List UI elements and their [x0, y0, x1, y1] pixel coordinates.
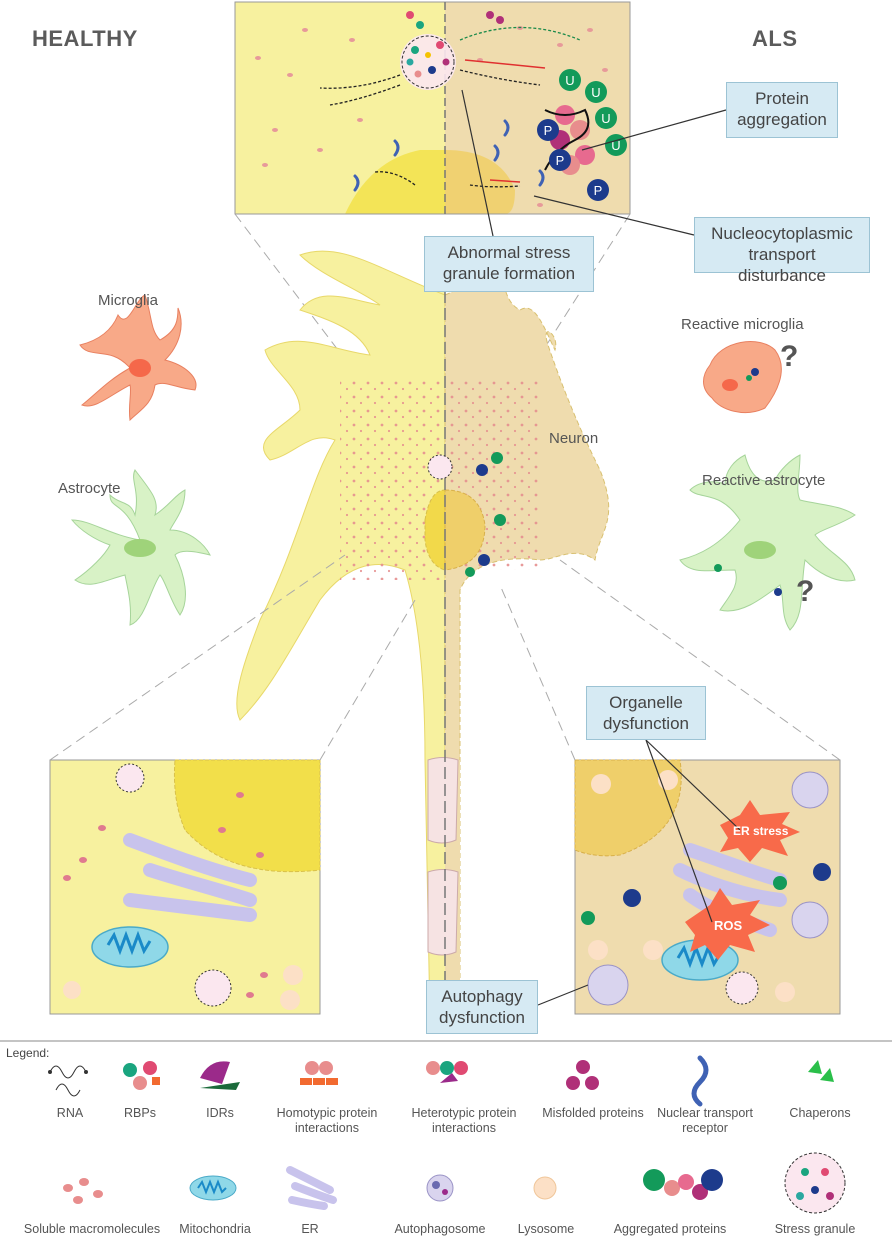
astrocyte-cell	[70, 469, 211, 626]
legend-label-autophagosome: Autophagosome	[394, 1222, 486, 1236]
healthy-bottom-inset	[49, 759, 321, 1015]
legend-label-aggregated: Aggregated proteins	[613, 1222, 727, 1236]
legend-label-er: ER	[301, 1222, 319, 1236]
stress-granule-top	[400, 34, 456, 90]
legend-rna-icon	[48, 1065, 88, 1097]
legend-autophagosome-icon	[426, 1174, 454, 1202]
svg-text:P: P	[556, 153, 565, 168]
reactive-astrocyte-label: Reactive astrocyte	[702, 472, 826, 489]
callout-nucleocytoplasmic: Nucleocytoplasmic transport disturbance	[694, 217, 870, 285]
reactive-microglia-question: ?	[780, 340, 799, 373]
top-inset: U U U U P P P	[234, 1, 631, 215]
callout-organelle: Organelle dysfunction	[586, 686, 706, 740]
legend-mitochondria-icon	[189, 1175, 237, 1201]
reactive-microglia-label: Reactive microglia	[681, 316, 804, 333]
reactive-microglia-cell	[703, 341, 782, 413]
legend-graphics	[0, 1040, 892, 1214]
svg-text:P: P	[544, 123, 553, 138]
reactive-astrocyte-cell	[679, 454, 856, 631]
microglia-label: Microglia	[98, 292, 159, 309]
legend-label-mitochondria: Mitochondria	[179, 1222, 251, 1236]
legend-label-rna: RNA	[56, 1106, 84, 1120]
als-bottom-inset	[574, 759, 841, 1015]
callout-autophagy: Autophagy dysfunction	[426, 980, 538, 1034]
ubiquitin-chain-top: U U U U P P P	[537, 69, 627, 201]
legend-label-heterotypic: Heterotypic protein interactions	[411, 1106, 517, 1135]
legend-rbps-icon	[123, 1061, 160, 1090]
er-stress-label: ER stress	[733, 824, 789, 838]
neuron-label: Neuron	[549, 430, 599, 447]
reactive-astrocyte-question: ?	[796, 575, 815, 608]
legend-idrs-icon	[200, 1061, 240, 1090]
legend-label-idrs: IDRs	[206, 1106, 234, 1120]
astrocyte-label: Astrocyte	[58, 480, 121, 497]
ros-burst	[685, 888, 770, 960]
microglia-cell	[79, 294, 197, 422]
legend-label-misfolded: Misfolded proteins	[542, 1106, 644, 1120]
svg-text:U: U	[565, 73, 574, 88]
svg-text:U: U	[601, 111, 610, 126]
legend-label-lysosome: Lysosome	[517, 1222, 575, 1236]
legend-homotypic-icon	[300, 1061, 338, 1085]
legend-label-transport-receptor: Nuclear transport receptor	[657, 1106, 753, 1135]
neuron	[236, 240, 610, 1021]
nucleus-als-top	[445, 150, 515, 214]
legend-misfolded-icon	[566, 1060, 599, 1090]
ros-label: ROS	[714, 918, 743, 933]
legend-label-chaperons: Chaperons	[789, 1106, 851, 1120]
legend-title: Legend:	[6, 1046, 50, 1060]
callout-stress-granule: Abnormal stress granule formation	[424, 236, 594, 292]
healthy-heading: HEALTHY	[32, 26, 138, 51]
er-stress-burst	[720, 800, 800, 862]
legend-soluble-icon	[63, 1178, 103, 1204]
svg-text:U: U	[611, 138, 620, 153]
legend-heterotypic-icon	[426, 1061, 468, 1083]
callout-protein-aggregation: Protein aggregation	[726, 82, 838, 138]
legend-chaperons-icon	[808, 1060, 834, 1082]
legend-transport-receptor-icon	[691, 1055, 709, 1107]
svg-text:P: P	[594, 183, 603, 198]
legend-label-stress-granule: Stress granule	[774, 1222, 856, 1236]
nucleus-healthy-top	[345, 150, 445, 214]
legend-aggregated-icon	[643, 1169, 723, 1200]
legend-er-icon	[286, 1166, 337, 1210]
legend-label-rbps: RBPs	[124, 1106, 156, 1120]
legend-lysosome-icon	[533, 1176, 557, 1200]
legend-label-soluble: Soluble macromolecules	[23, 1222, 161, 1236]
svg-text:U: U	[591, 85, 600, 100]
legend-label-homotypic: Homotypic protein interactions	[276, 1106, 378, 1135]
als-heading: ALS	[752, 26, 798, 51]
legend-stress-granule-icon	[784, 1152, 846, 1214]
